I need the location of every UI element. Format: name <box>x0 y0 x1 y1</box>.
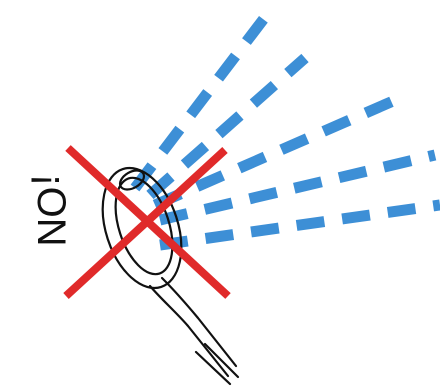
caption-label: ¡ON <box>29 173 73 246</box>
sound-ray <box>150 58 305 195</box>
sound-ray <box>160 205 440 245</box>
earbud-stem <box>150 286 228 376</box>
sound-waves-icon <box>135 8 440 245</box>
